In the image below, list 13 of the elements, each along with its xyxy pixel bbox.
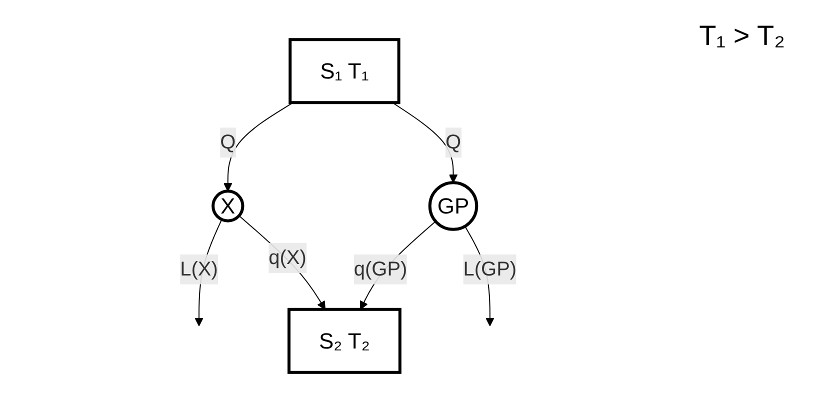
edge-label: Q (446, 132, 462, 154)
arrow (224, 102, 294, 192)
node-circle: X (212, 190, 244, 222)
node-circle: GP (428, 181, 478, 231)
edge-label: Q (220, 132, 236, 154)
node-box: S₂ T₂ (288, 308, 402, 374)
edge-label: q(X) (268, 246, 307, 269)
arrow (238, 215, 326, 310)
edge-label: L(GP) (463, 258, 517, 280)
note-label: T₁ > T₂ (699, 20, 785, 52)
edge-label: q(GP) (354, 258, 408, 280)
node-box: S₁ T₁ (288, 38, 400, 104)
edge-label: L(X) (180, 258, 218, 280)
